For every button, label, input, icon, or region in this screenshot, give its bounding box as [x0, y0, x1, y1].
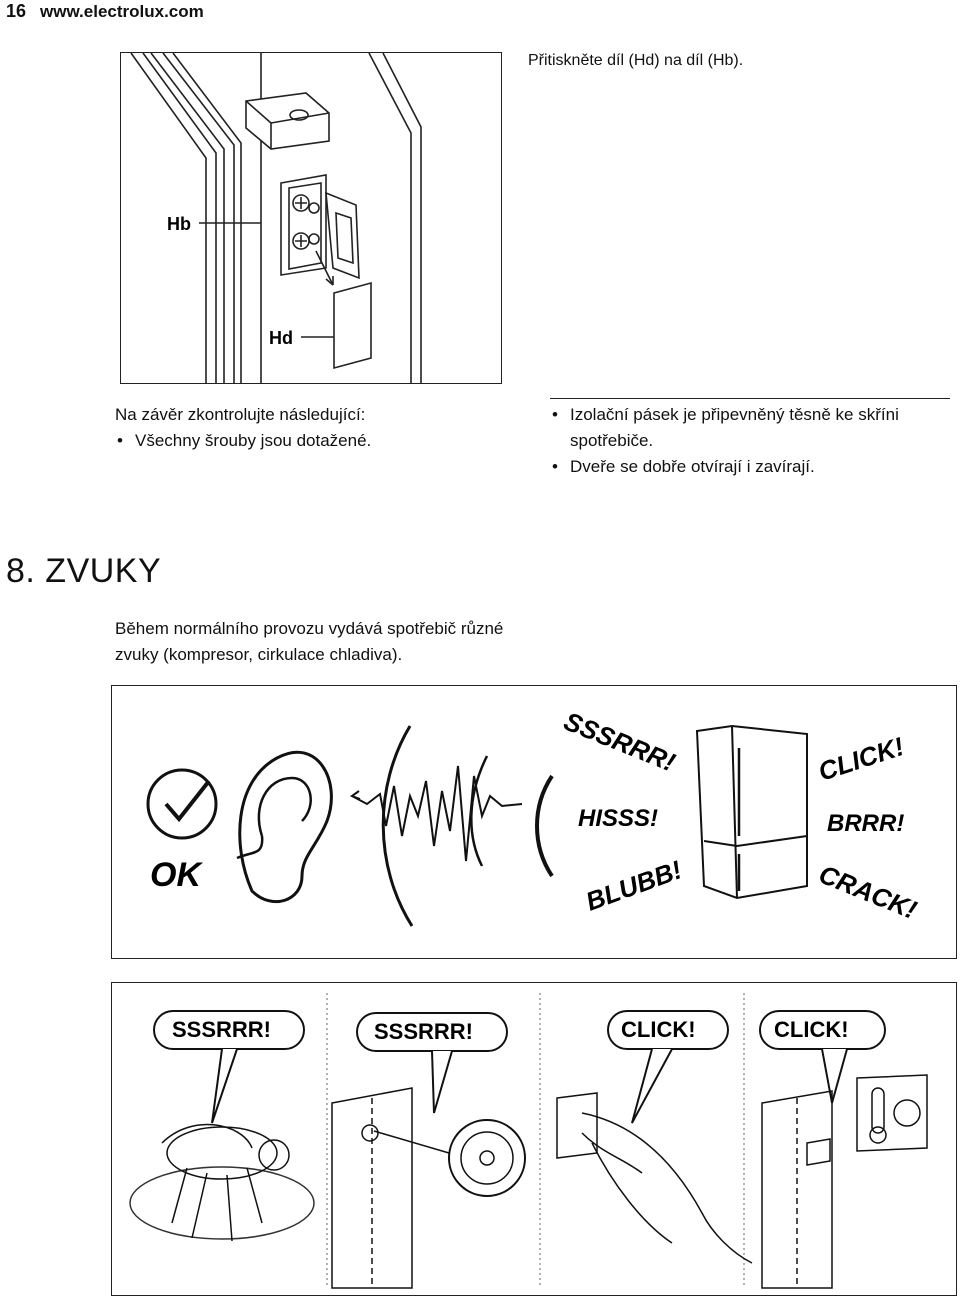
site-url[interactable]: www.electrolux.com: [40, 2, 204, 21]
bubble-label: CLICK!: [621, 1017, 696, 1042]
sound-sources-illustration: SSSRRR! SSSRRR! CLICK! CLICK!: [111, 982, 957, 1296]
column-divider: [550, 398, 950, 399]
sound-label: SSSRRR!: [560, 706, 680, 778]
checklist-right: • Izolační pásek je připevněný těsně ke …: [550, 402, 950, 480]
checklist-item: • Izolační pásek je připevněný těsně ke …: [550, 402, 950, 454]
sound-sources-drawing: SSSRRR! SSSRRR! CLICK! CLICK!: [129, 993, 928, 1289]
checklist-item-text: Izolační pásek je připevněný těsně ke sk…: [570, 405, 899, 450]
bubble-label: SSSRRR!: [374, 1019, 473, 1044]
sound-label: CLICK!: [815, 731, 908, 787]
hand-switch-icon: [556, 1092, 753, 1264]
sounds-drawing: OK SSSRRR! HISSS! BLUBB! CLICK! BRRR! CR…: [146, 706, 922, 927]
sound-label: BRRR!: [827, 810, 904, 837]
thermostat-icon: [761, 1074, 928, 1289]
hinge-illustration: Hb Hd: [120, 52, 502, 384]
checklist-item-text: Dveře se dobře otvírají i zavírají.: [570, 457, 815, 476]
fridge-icon: [695, 724, 808, 900]
checklist-left: Na závěr zkontrolujte následující: • Vše…: [115, 402, 515, 454]
label-hb: Hb: [167, 214, 191, 234]
sounds-illustration: OK SSSRRR! HISSS! BLUBB! CLICK! BRRR! CR…: [111, 685, 957, 959]
fly-icon: [129, 1123, 315, 1242]
fan-icon: [331, 1087, 526, 1289]
ok-label: OK: [150, 856, 203, 894]
sound-label: HISSS!: [578, 805, 658, 832]
hinge-drawing: Hb Hd: [130, 53, 422, 383]
bullet-mark: •: [117, 431, 123, 450]
checklist-item: • Všechny šrouby jsou dotažené.: [115, 428, 515, 454]
sound-label: BLUBB!: [582, 854, 686, 916]
sound-label: CRACK!: [815, 859, 922, 925]
checklist-item-text: Všechny šrouby jsou dotažené.: [135, 431, 372, 450]
ear-icon: [238, 750, 333, 904]
check-circle-icon: [146, 768, 218, 840]
page-number: 16: [6, 1, 27, 21]
bullet-mark: •: [552, 457, 558, 476]
label-hd: Hd: [269, 328, 293, 348]
section-body: Během normálního provozu vydává spotřebi…: [115, 619, 504, 664]
section-title: 8. ZVUKY: [6, 552, 162, 590]
step-instruction: Přitiskněte díl (Hd) na díl (Hb).: [528, 52, 744, 69]
checklist-item: • Dveře se dobře otvírají i zavírají.: [550, 454, 950, 480]
bubble-label: SSSRRR!: [172, 1017, 271, 1042]
checklist-intro: Na závěr zkontrolujte následující:: [115, 405, 366, 424]
bubble-label: CLICK!: [774, 1017, 849, 1042]
bullet-mark: •: [552, 405, 558, 424]
